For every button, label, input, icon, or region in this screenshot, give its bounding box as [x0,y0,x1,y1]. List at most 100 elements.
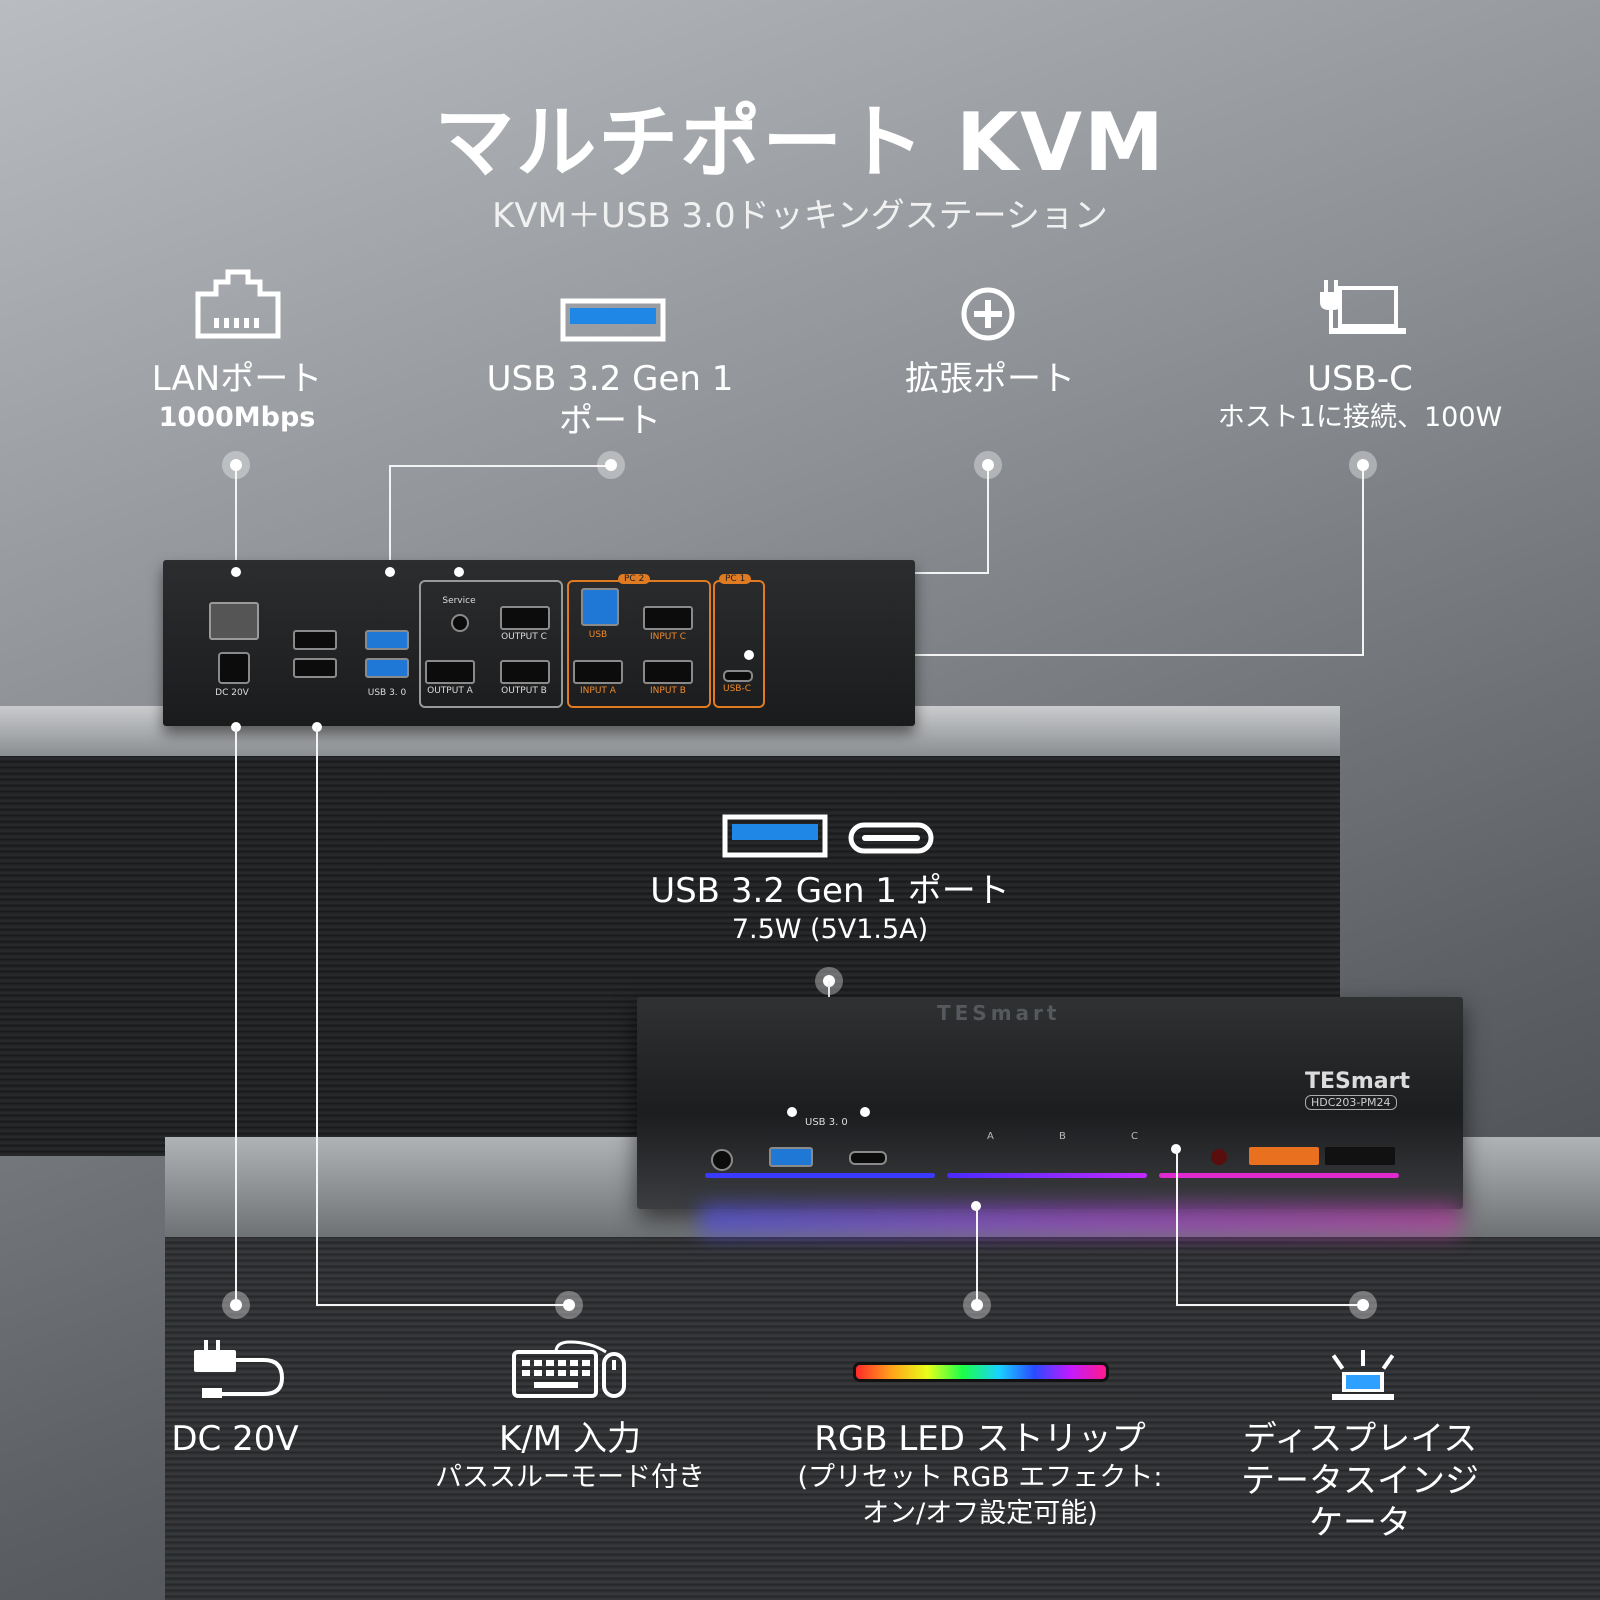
usb30-label: USB 3. 0 [367,688,407,698]
callout-line [749,654,1364,656]
callout-line [987,465,989,573]
input-b-label: INPUT B [650,686,686,696]
rgb-led-sub-2: オン/オフ設定可能) [862,1498,1098,1529]
km-usb-port [293,630,337,650]
usb-top-label-2: ポート [559,401,661,441]
hdmi-output-a [425,660,475,684]
service-label: Service [442,596,476,606]
usb30-port [365,658,409,678]
usb-b-label: USB [588,630,608,640]
callout-line [1176,1304,1362,1306]
audio-jack [711,1149,733,1171]
power-button[interactable] [1325,1147,1395,1165]
lan-port [209,602,259,640]
led-strip-segment [705,1173,935,1178]
model-number: HDC203-PM24 [1305,1095,1397,1110]
callout-dot [454,567,464,577]
callout-dot [231,567,241,577]
callout-dot [605,459,617,471]
output-group [419,580,563,708]
callout-line [235,727,237,1305]
usb-c-port [723,670,753,682]
lan-port-speed: 1000Mbps [158,402,316,433]
dc-power-label: DC 20V [171,1419,299,1459]
remote-sensor [1211,1149,1227,1165]
dp-input-c [643,606,693,630]
service-port [451,614,469,632]
indicator-b: B [1059,1131,1066,1142]
usb-b-port [581,588,619,626]
callout-line [389,465,611,467]
led-strip-segment [947,1173,1147,1178]
rgb-led-sub: (プリセット RGB エフェクト: [797,1462,1163,1493]
led-strip-segment [1159,1173,1399,1178]
usb-top-label: USB 3.2 Gen 1 [486,359,734,399]
rgb-led-label: RGB LED ストリップ [814,1419,1146,1459]
front-usb30-label: USB 3. 0 [805,1117,848,1128]
km-input-sub: パススルーモード付き [435,1462,705,1493]
callout-line [1362,465,1364,655]
display-indicator-label-3: ケータ [1309,1503,1411,1543]
output-a-label: OUTPUT A [427,686,473,696]
callout-line [316,1304,570,1306]
lan-port-label: LANポート [151,359,323,399]
pedestal-lower-front-face [165,1237,1600,1600]
usb-c-port-icon [848,822,934,854]
callout-dot [1357,459,1369,471]
dc-label: DC 20V [215,688,249,698]
callout-dot [230,1299,242,1311]
page-title: マルチポート KVM [434,96,1166,189]
usb-c-laptop-charge-icon [1320,280,1406,334]
hdmi-input-a [573,660,623,684]
keyboard-mouse-icon [512,1340,626,1398]
kvm-front-panel: TESmart TESmart HDC203-PM24 USB 3. 0 A B… [637,997,1463,1209]
page-subtitle: KVM＋USB 3.0ドッキングステーション [492,196,1108,236]
hdmi-output-c [500,606,550,630]
callout-line [235,465,237,573]
indicator-c: C [1131,1131,1138,1142]
callout-dot [860,1107,870,1117]
switch-button[interactable] [1249,1147,1319,1165]
ethernet-port-icon [195,269,281,339]
expansion-port-label: 拡張ポート [905,359,1075,399]
km-input-label: K/M 入力 [499,1419,641,1459]
led-glow [700,1205,1460,1235]
input-a-label: INPUT A [580,686,616,696]
output-b-label: OUTPUT B [501,686,547,696]
usb-front-sub: 7.5W (5V1.5A) [731,914,929,945]
input-c-label: INPUT C [649,632,687,642]
callout-line [316,727,318,1305]
dc-jack [218,652,250,684]
indicator-a: A [987,1131,994,1142]
usb30-port [365,630,409,650]
usb-c-port-label: USB-C [722,684,751,694]
kvm-rear-panel: DC 20V USB 3. 0 Service OUTPUT C OUTPUT … [163,560,915,726]
display-indicator-label: ディスプレイス [1242,1419,1478,1459]
power-adapter-icon [194,1340,285,1398]
usb-a-port-icon [560,298,666,342]
callout-dot [563,1299,575,1311]
display-indicator-label-2: テータスインジ [1241,1461,1479,1501]
hdmi-output-b [500,660,550,684]
km-usb-port [293,658,337,678]
pc1-badge: PC 1 [719,574,752,584]
output-c-label: OUTPUT C [501,632,547,642]
callout-dot [787,1107,797,1117]
callout-dot [230,459,242,471]
callout-dot [1357,1299,1369,1311]
dp-input-b [643,660,693,684]
brand-top-embossed: TESmart [937,1001,1061,1025]
front-usb-c-port [849,1151,887,1165]
callout-line [976,1206,978,1304]
usb-c-sub: ホスト1に接続、100W [1217,402,1503,433]
callout-line [389,465,391,573]
pc2-badge: PC 2 [618,574,651,584]
usb-a-port-icon [722,814,828,858]
rgb-led-strip-icon [853,1362,1109,1382]
callout-dot [982,459,994,471]
usb-front-label: USB 3.2 Gen 1 ポート [650,871,1010,911]
callout-dot [385,567,395,577]
callout-dot [971,1299,983,1311]
expansion-plus-icon [961,287,1015,341]
usb-c-label: USB-C [1307,359,1413,399]
